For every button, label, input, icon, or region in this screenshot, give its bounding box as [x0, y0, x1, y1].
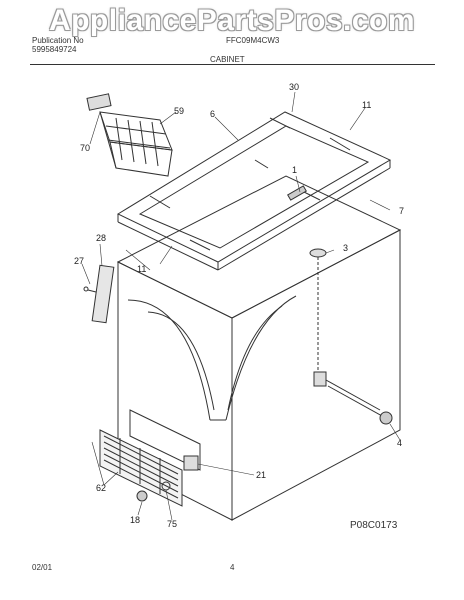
callout-11-top: 11	[362, 100, 372, 110]
callout-1: 1	[292, 165, 298, 175]
callout-75: 75	[167, 519, 178, 529]
publication-number: 5995849724	[32, 45, 77, 54]
drain-assembly	[309, 248, 393, 425]
callout-3: 3	[343, 243, 349, 253]
basket	[86, 93, 173, 177]
model-number: FFC09M4CW3	[226, 36, 280, 45]
callout-30: 30	[289, 82, 300, 92]
publication-label: Publication No	[32, 36, 84, 45]
callout-28: 28	[96, 233, 107, 243]
cabinet-body	[116, 175, 402, 521]
callout-4: 4	[397, 438, 403, 448]
footer-date: 02/01	[32, 563, 53, 572]
lid-frame	[116, 111, 392, 271]
grille-assembly	[99, 409, 201, 507]
callout-21: 21	[256, 470, 267, 480]
callout-62: 62	[96, 483, 107, 493]
leader-lines	[81, 91, 401, 521]
callout-6: 6	[210, 109, 216, 119]
hinge	[83, 264, 115, 324]
callout-7: 7	[399, 206, 405, 216]
callout-18: 18	[130, 515, 141, 525]
callout-11-left: 11	[137, 264, 147, 274]
callout-70: 70	[80, 143, 91, 153]
callout-27: 27	[74, 256, 85, 266]
figure-code: P08C0173	[350, 520, 398, 531]
watermark-logo: AppliancePartsPros.com	[48, 4, 416, 37]
page-number: 4	[230, 563, 235, 572]
callout-59: 59	[174, 106, 185, 116]
section-title: CABINET	[210, 55, 245, 64]
header-rule	[30, 64, 435, 65]
